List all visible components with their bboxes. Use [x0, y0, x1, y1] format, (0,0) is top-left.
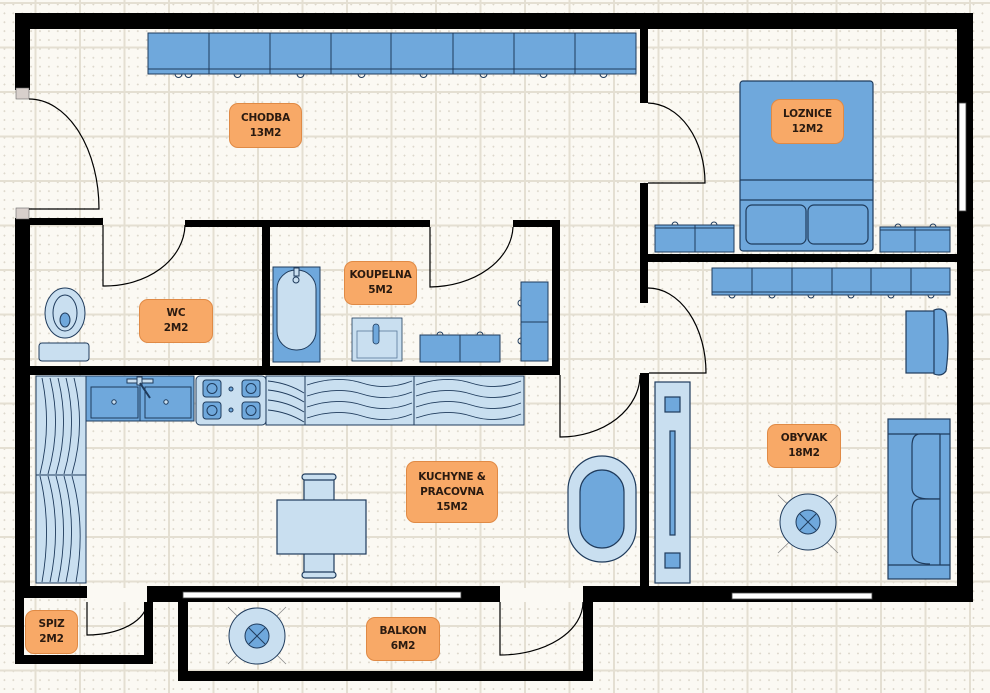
- room-area: 5M2: [368, 284, 393, 296]
- room-label-kuchyne: KUCHYNE & PRACOVNA 15M2: [406, 461, 498, 523]
- balcony-lamp: [227, 606, 287, 665]
- floor-lamp: [777, 493, 839, 554]
- hallway-wardrobe: [147, 32, 637, 78]
- bathroom-door-icon: [429, 226, 514, 288]
- bathtub: [272, 266, 321, 363]
- door-swings: [28, 98, 707, 656]
- room-area: 13M2: [249, 126, 282, 139]
- room-label-obyvak: OBYVAK 18M2: [767, 424, 841, 468]
- bathroom-cabinet: [419, 331, 501, 363]
- room-name: SPIZ: [38, 618, 65, 630]
- nightstand-right: [879, 223, 951, 253]
- room-label-loznice: LOZNICE 12M2: [771, 99, 844, 144]
- room-name: WC: [166, 307, 186, 319]
- room-area: 2M2: [39, 633, 64, 645]
- pantry-door-icon: [86, 601, 148, 636]
- room-label-wc: WC 2M2: [139, 299, 213, 343]
- armchair: [905, 308, 949, 376]
- room-name: LOZNICE: [782, 107, 833, 120]
- entrance-door-icon: [28, 98, 100, 210]
- room-area: 15M2: [436, 500, 468, 513]
- room-name: CHODBA: [240, 111, 291, 124]
- kitchen-door-icon: [559, 374, 641, 438]
- washbasin: [351, 317, 403, 362]
- room-label-spiz: SPIZ 2M2: [25, 610, 78, 654]
- room-area: 18M2: [788, 447, 820, 459]
- room-label-balkon: BALKON 6M2: [366, 617, 440, 661]
- tv-console: [654, 381, 691, 584]
- cooktop: [195, 375, 267, 426]
- room-name: KOUPELNA: [349, 269, 412, 281]
- door-jambs: [15, 87, 30, 220]
- room-label-chodba: CHODBA 13M2: [229, 103, 302, 148]
- room-name: OBYVAK: [780, 432, 828, 444]
- room-area: 6M2: [390, 640, 416, 652]
- room-label-koupelna: KOUPELNA 5M2: [344, 261, 417, 305]
- room-area: 12M2: [791, 122, 824, 135]
- dining-table: [276, 499, 367, 555]
- door-gaps: [87, 588, 583, 602]
- sofa: [887, 418, 951, 580]
- room-name: BALKON: [379, 625, 427, 637]
- ottoman: [567, 455, 637, 563]
- balcony-door-icon: [499, 601, 584, 656]
- living-door-icon: [647, 287, 707, 374]
- bedroom-door-icon: [647, 102, 706, 184]
- kitchen-counter: [35, 375, 525, 584]
- bedroom-wardrobe: [711, 267, 951, 299]
- wc-door-icon: [102, 224, 186, 287]
- double-sink: [85, 375, 195, 422]
- toilet: [38, 287, 90, 362]
- windows: [182, 102, 967, 600]
- room-name-2: PRACOVNA: [420, 485, 484, 498]
- room-area: 2M2: [163, 322, 189, 334]
- room-name: KUCHYNE &: [418, 470, 486, 483]
- bathroom-tall-cabinet: [517, 281, 549, 362]
- nightstand-left: [654, 221, 735, 253]
